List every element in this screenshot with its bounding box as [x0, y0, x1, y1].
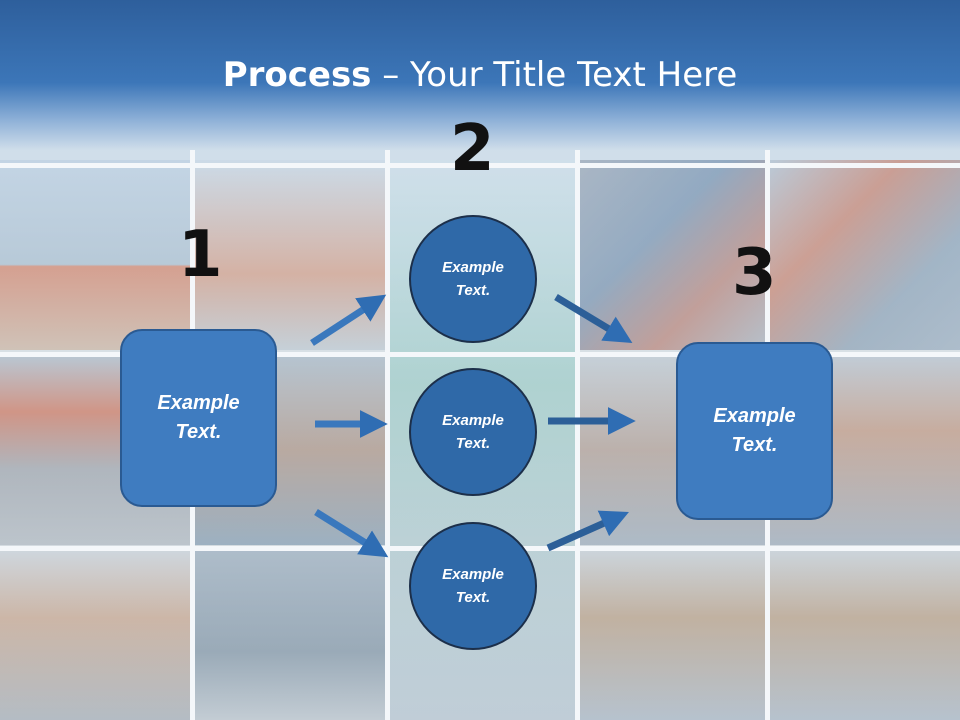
step-number-3: 3: [732, 236, 777, 310]
left-box-line2: Text.: [175, 421, 222, 443]
top-circle-line1: Example: [442, 259, 504, 276]
bottom-circle-line1: Example: [442, 566, 504, 583]
title-rest: – Your Title Text Here: [371, 55, 738, 95]
arrow-bottom-to-right: [546, 510, 629, 552]
arrow-left-to-top: [310, 294, 387, 346]
middle-circle-line2: Text.: [455, 435, 491, 452]
title-banner: [0, 0, 960, 150]
left-box-line1: Example: [157, 392, 240, 414]
bottom-circle-line2: Text.: [455, 589, 491, 606]
step-number-1: 1: [178, 218, 223, 292]
middle-circle-line1: Example: [442, 412, 504, 429]
arrow-left-to-bottom: [314, 509, 389, 558]
title-bold: Process: [222, 55, 372, 95]
step-number-2: 2: [450, 112, 495, 186]
arrow-top-to-right: [554, 294, 633, 344]
right-box-line2: Text.: [731, 434, 778, 456]
top-circle-line2: Text.: [455, 282, 491, 299]
right-box-line1: Example: [713, 405, 796, 427]
slide-title: Process – Your Title Text Here: [0, 55, 960, 95]
